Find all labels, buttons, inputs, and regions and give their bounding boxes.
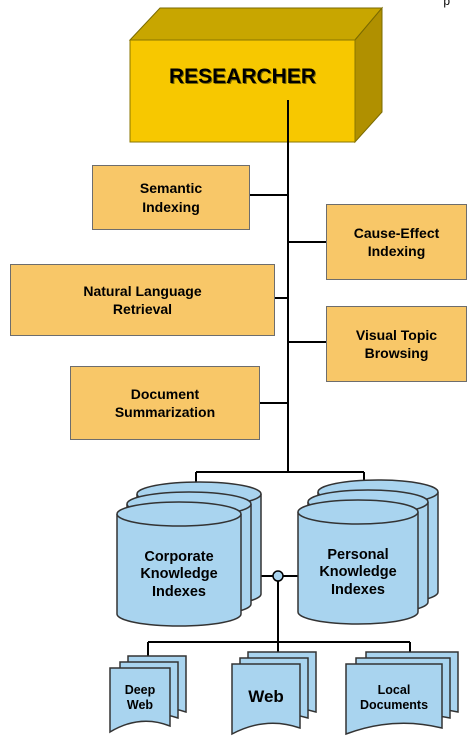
personal-knowledge-indexes-label: Personal Knowledge Indexes	[319, 546, 397, 598]
cause-effect-indexing-box[interactable]: Cause-Effect Indexing	[326, 204, 467, 280]
corporate-cylinder-stack	[116, 481, 262, 627]
natural-language-retrieval-box[interactable]: Natural Language Retrieval	[10, 264, 275, 336]
researcher-block	[128, 6, 384, 144]
deep-web-label: Deep Web	[124, 683, 156, 712]
visual-topic-browsing-box[interactable]: Visual Topic Browsing	[326, 306, 467, 382]
personal-cylinder-stack	[297, 479, 439, 625]
researcher-block-top	[128, 7, 384, 41]
personal-cylinder-front	[297, 499, 419, 625]
web-document-stack	[231, 651, 317, 736]
deep-web-document-stack	[109, 655, 187, 734]
document-summarization-box[interactable]: Document Summarization	[70, 366, 260, 440]
web-doc-front	[231, 663, 301, 736]
corporate-knowledge-indexes-label: Corporate Knowledge Indexes	[140, 548, 218, 600]
web-label: Web	[248, 686, 284, 706]
local-doc-front	[345, 663, 443, 736]
researcher-block-front	[129, 39, 356, 143]
corporate-cylinder-front	[116, 501, 242, 627]
local-documents-label: Local Documents	[359, 683, 429, 712]
deep-web-doc-front	[109, 667, 171, 734]
corner-text: p	[443, 0, 450, 8]
local-documents-stack	[345, 651, 459, 736]
researcher-title: RESEARCHER	[168, 65, 317, 89]
junction-node	[272, 570, 284, 582]
semantic-indexing-box[interactable]: Semantic Indexing	[92, 165, 250, 230]
